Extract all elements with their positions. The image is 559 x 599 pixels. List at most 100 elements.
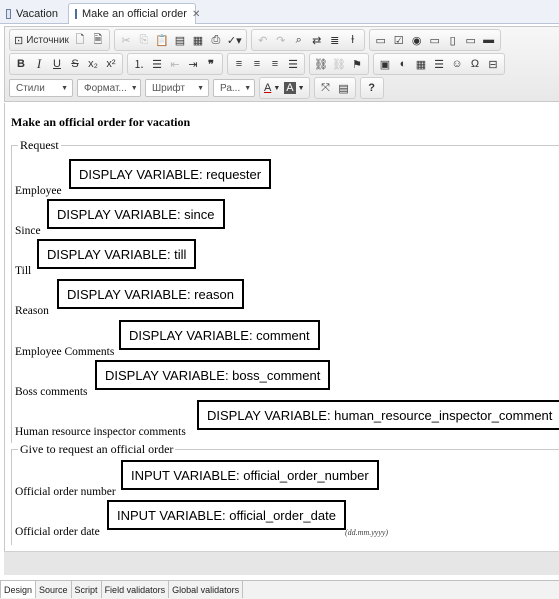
chevron-down-icon: ▼ [244, 84, 252, 92]
select-all-button[interactable]: ≣ [326, 31, 344, 49]
size-label: Ра... [220, 82, 241, 94]
toolbar-group: ⤧ ▤ [313, 77, 356, 99]
replace-button[interactable]: ⇄ [308, 31, 326, 49]
tab-design[interactable]: Design [0, 581, 37, 598]
employee-label: Employee [15, 185, 62, 197]
order-number-input[interactable]: INPUT VARIABLE: official_order_number [121, 460, 379, 490]
radio-icon: ◉ [411, 34, 422, 47]
tab-label: Make an official order [82, 8, 187, 20]
remove-format-button[interactable]: Ɨ [344, 31, 362, 49]
toolbar-group: ≡ ≡ ≡ ☰ [227, 53, 305, 75]
maximize-button[interactable]: ⤧ [317, 79, 335, 97]
indent-button[interactable]: ⇥ [184, 55, 202, 73]
align-left-button[interactable]: ≡ [230, 55, 248, 73]
blockquote-icon: ❞ [208, 58, 214, 71]
paste-word-button[interactable]: ▦ [189, 31, 207, 49]
underline-button[interactable]: U [48, 55, 66, 73]
bold-icon: B [17, 58, 25, 70]
comment-variable[interactable]: DISPLAY VARIABLE: comment [119, 320, 320, 350]
spellcheck-icon: ✓▾ [226, 34, 242, 47]
cut-button[interactable]: ✂ [117, 31, 135, 49]
paste-text-button[interactable]: ▤ [171, 31, 189, 49]
table-button[interactable]: ▦ [412, 55, 430, 73]
chevron-down-icon: ▼ [297, 84, 305, 92]
new-page-button[interactable]: 🗋 [71, 31, 89, 49]
radio-button[interactable]: ◉ [408, 31, 426, 49]
tab-global-validators[interactable]: Global validators [169, 581, 244, 598]
show-blocks-button[interactable]: ▤ [335, 79, 353, 97]
tab-vacation[interactable]: Vacation [0, 3, 64, 24]
textarea-icon: ▯ [449, 34, 456, 47]
blockquote-button[interactable]: ❞ [202, 55, 220, 73]
boss-comment-variable[interactable]: DISPLAY VARIABLE: boss_comment [95, 360, 331, 390]
help-button[interactable]: ? [363, 79, 381, 97]
strike-button[interactable]: S [66, 55, 84, 73]
requester-variable[interactable]: DISPLAY VARIABLE: requester [69, 159, 272, 189]
copy-button[interactable]: ⎘ [135, 31, 153, 49]
textarea-button[interactable]: ▯ [444, 31, 462, 49]
indent-icon: ⇥ [188, 58, 198, 71]
spellcheck-button[interactable]: ✓▾ [225, 31, 244, 49]
tab-field-validators[interactable]: Field validators [102, 581, 170, 598]
italic-button[interactable]: I [30, 55, 48, 73]
align-right-icon: ≡ [271, 58, 279, 70]
paste-button[interactable]: 📋 [153, 31, 171, 49]
image-button[interactable]: ▣ [376, 55, 394, 73]
editor-content[interactable]: Make an official order for vacation Requ… [4, 103, 559, 575]
special-char-button[interactable]: Ω [466, 55, 484, 73]
tab-script[interactable]: Script [72, 581, 102, 598]
align-right-button[interactable]: ≡ [266, 55, 284, 73]
styles-combo[interactable]: Стили ▼ [9, 79, 73, 97]
unlink-button[interactable]: ⛓ [330, 55, 348, 73]
source-button[interactable]: ⊡ Источник [12, 31, 71, 49]
select-all-icon: ≣ [330, 34, 340, 47]
text-color-button[interactable]: A▼ [262, 79, 282, 97]
outdent-button[interactable]: ⇤ [166, 55, 184, 73]
hline-button[interactable]: ☰ [430, 55, 448, 73]
checkbox-button[interactable]: ☑ [390, 31, 408, 49]
textfield-button[interactable]: ▭ [426, 31, 444, 49]
toolbar-group: B I U S x₂ x² [9, 53, 123, 75]
redo-button[interactable]: ↷ [272, 31, 290, 49]
hr-inspector-comment-variable[interactable]: DISPLAY VARIABLE: human_resource_inspect… [197, 400, 559, 430]
find-button[interactable]: ⌕ [290, 31, 308, 49]
link-button[interactable]: ⛓ [312, 55, 330, 73]
tab-make-official-order[interactable]: Make an official order ✕ [68, 3, 200, 24]
close-icon[interactable]: ✕ [191, 8, 201, 20]
print-icon: ⎙ [211, 33, 221, 46]
undo-button[interactable]: ↶ [254, 31, 272, 49]
numbered-list-button[interactable]: ⒈ [130, 55, 148, 73]
font-combo[interactable]: Шрифт ▼ [145, 79, 209, 97]
format-combo[interactable]: Формат... ▼ [77, 79, 141, 97]
subscript-button[interactable]: x₂ [84, 55, 102, 73]
tab-source[interactable]: Source [36, 581, 72, 598]
preview-button[interactable]: 🗎 [89, 31, 107, 49]
till-variable[interactable]: DISPLAY VARIABLE: till [37, 239, 197, 269]
smiley-icon: ☺ [451, 58, 463, 70]
superscript-button[interactable]: x² [102, 55, 120, 73]
select-button[interactable]: ▭ [462, 31, 480, 49]
order-date-input[interactable]: INPUT VARIABLE: official_order_date [107, 500, 346, 530]
anchor-button[interactable]: ⚑ [348, 55, 366, 73]
flash-button[interactable]: ◐ [394, 55, 412, 73]
reason-variable[interactable]: DISPLAY VARIABLE: reason [57, 279, 244, 309]
pagebreak-button[interactable]: ⊟ [484, 55, 502, 73]
button-button[interactable]: ▬ [480, 31, 498, 49]
flag-icon: ⚑ [352, 58, 362, 71]
editor-toolbar: ⊡ Источник 🗋 🗎 ✂ ⎘ 📋 ▤ ▦ ⎙ ✓▾ ↶ ↷ ⌕ ⇄ ≣ … [4, 26, 559, 102]
bold-button[interactable]: B [12, 55, 30, 73]
form-button[interactable]: ▭ [372, 31, 390, 49]
smiley-button[interactable]: ☺ [448, 55, 466, 73]
maximize-icon: ⤧ [321, 81, 330, 94]
size-combo[interactable]: Ра... ▼ [213, 79, 255, 97]
link-icon: ⛓ [314, 58, 328, 71]
align-center-button[interactable]: ≡ [248, 55, 266, 73]
since-variable[interactable]: DISPLAY VARIABLE: since [47, 199, 225, 229]
bulleted-list-button[interactable]: ☰ [148, 55, 166, 73]
print-button[interactable]: ⎙ [207, 31, 225, 49]
toolbar-row: B I U S x₂ x² ⒈ ☰ ⇤ ⇥ ❞ ≡ ≡ ≡ ☰ ⛓ ⛓ ⚑ ▣ … [9, 53, 509, 75]
bg-color-button[interactable]: A▼ [282, 79, 306, 97]
justify-button[interactable]: ☰ [284, 55, 302, 73]
outdent-icon: ⇤ [170, 58, 180, 71]
numbered-list-icon: ⒈ [133, 59, 145, 71]
